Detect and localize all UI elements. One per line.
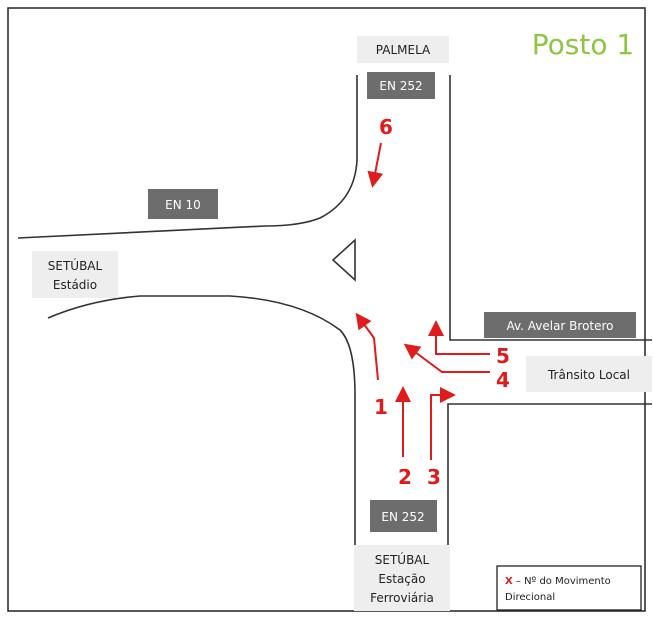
south-place-box — [354, 545, 450, 611]
west-road-box — [148, 189, 218, 219]
movement-arrow-1 — [355, 312, 379, 381]
west-place-label-line1: SETÚBAL — [48, 258, 103, 273]
south-road-label: EN 252 — [381, 510, 424, 524]
movement-arrow-5 — [428, 320, 490, 355]
east-road-label: Av. Avelar Brotero — [506, 319, 613, 333]
legend: X – Nº do Movimento Direcional — [496, 565, 642, 611]
south-place-label-line1: SETÚBAL — [375, 552, 430, 567]
movement-arrow-3 — [430, 387, 456, 460]
east-local-label: Trânsito Local — [547, 368, 630, 382]
north-road-box — [367, 72, 435, 99]
east-local-box — [526, 356, 652, 392]
movement-arrows — [355, 142, 490, 460]
north-road-label: EN 252 — [379, 79, 422, 93]
east-road-box — [484, 312, 636, 338]
west-road-label: EN 10 — [165, 198, 201, 212]
movement-number-1: 1 — [374, 395, 388, 419]
movement-number-6: 6 — [379, 115, 393, 139]
north-road-left-edge — [17, 75, 358, 239]
legend-text-line1: – Nº do Movimento — [513, 576, 611, 587]
movement-number-5: 5 — [496, 344, 510, 368]
movement-arrow-4 — [403, 343, 490, 373]
movement-number-3: 3 — [427, 465, 441, 489]
south-place-label-line2: Estação — [378, 572, 425, 586]
south-road-right-edge — [447, 403, 652, 545]
north-place-box — [357, 36, 449, 63]
movement-arrow-6 — [367, 142, 384, 188]
legend-text-line2: Direcional — [505, 592, 555, 603]
svg-text:X – Nº do Movimento: X – Nº do Movimento — [505, 576, 611, 587]
movement-number-2: 2 — [398, 465, 412, 489]
west-place-box — [32, 251, 118, 298]
traffic-island — [331, 238, 356, 282]
movement-number-4: 4 — [496, 368, 510, 392]
road-edges — [17, 75, 652, 545]
south-road-box — [370, 500, 437, 532]
north-road-right-edge — [449, 75, 652, 341]
north-place-label: PALMELA — [376, 43, 431, 57]
west-place-label-line2: Estádio — [53, 278, 97, 292]
legend-symbol: X — [505, 576, 513, 587]
page-title: Posto 1 — [532, 28, 634, 61]
west-road-lower-edge — [47, 295, 356, 545]
south-place-label-line3: Ferroviária — [370, 591, 434, 605]
legend-box — [496, 565, 642, 611]
diagram-border — [7, 7, 646, 612]
